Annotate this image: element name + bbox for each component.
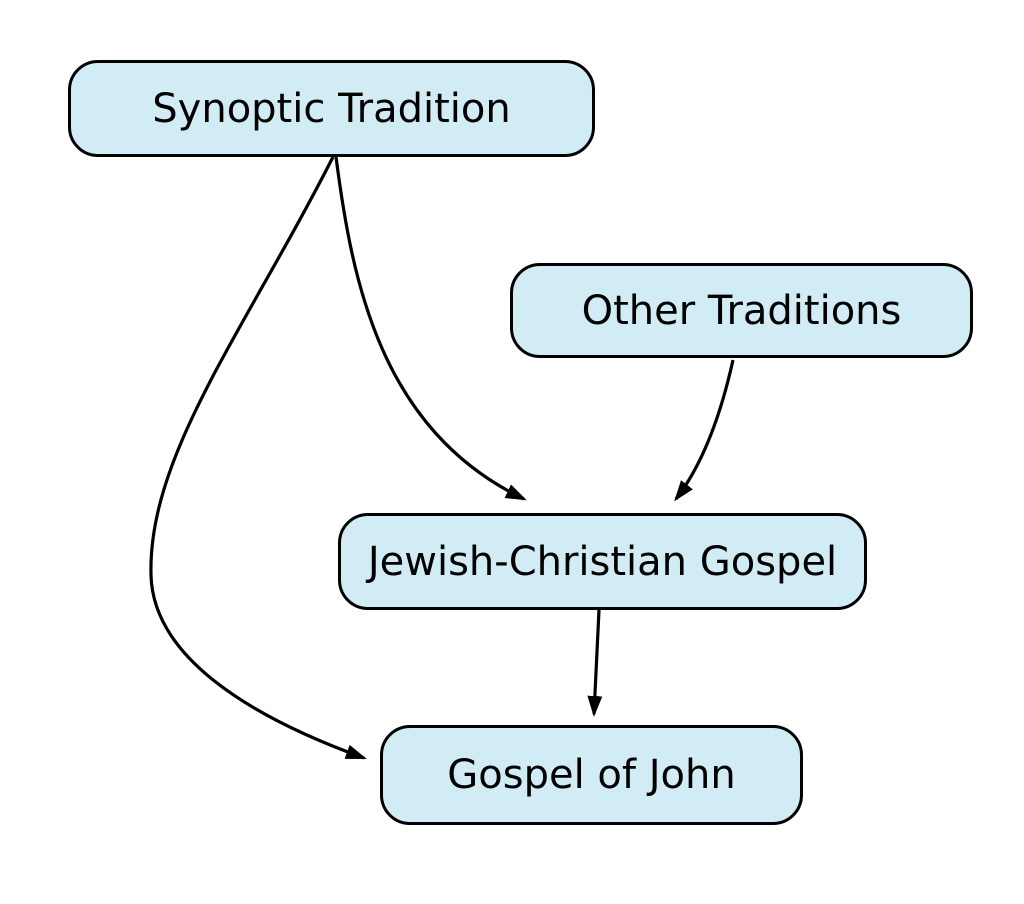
node-other-traditions-label: Other Traditions (581, 287, 902, 334)
edge-synoptic-to-jewish-christian (334, 156, 527, 501)
node-jewish-christian-gospel: Jewish-Christian Gospel (338, 513, 867, 610)
node-synoptic-tradition-label: Synoptic Tradition (152, 85, 511, 132)
node-gospel-of-john-label: Gospel of John (447, 752, 736, 798)
node-other-traditions: Other Traditions (510, 263, 973, 358)
node-jewish-christian-gospel-label: Jewish-Christian Gospel (367, 538, 838, 585)
edge-synoptic-to-gospel-of-john (149, 156, 367, 760)
edge-other-to-jewish-christian (674, 359, 735, 502)
edge-jewish-christian-to-gospel-of-john (587, 609, 603, 717)
node-synoptic-tradition: Synoptic Tradition (68, 60, 595, 157)
node-gospel-of-john: Gospel of John (380, 725, 803, 825)
